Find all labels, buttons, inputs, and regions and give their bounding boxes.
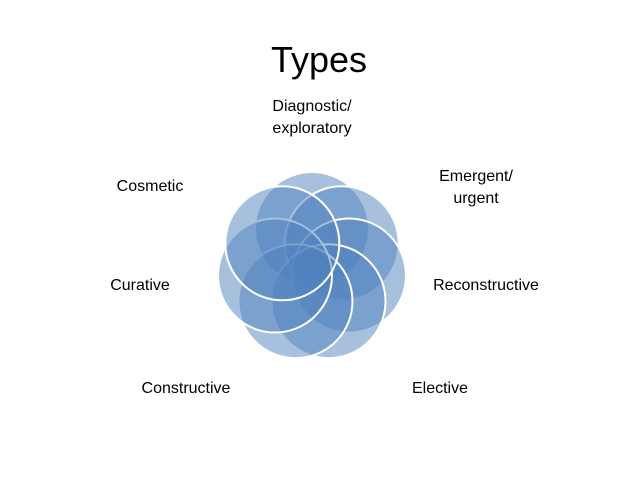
label-emergent-urgent: Emergent/ urgent [439,168,513,207]
label-diagnostic-exploratory: Diagnostic/ exploratory [272,98,352,137]
label-reconstructive: Reconstructive [433,277,539,294]
label-constructive: Constructive [141,380,231,397]
diagram-petal [224,185,341,302]
label-cosmetic: Cosmetic [116,178,184,195]
label-elective: Elective [411,380,469,397]
label-curative: Curative [110,277,170,294]
slide-title: Types [270,39,368,80]
